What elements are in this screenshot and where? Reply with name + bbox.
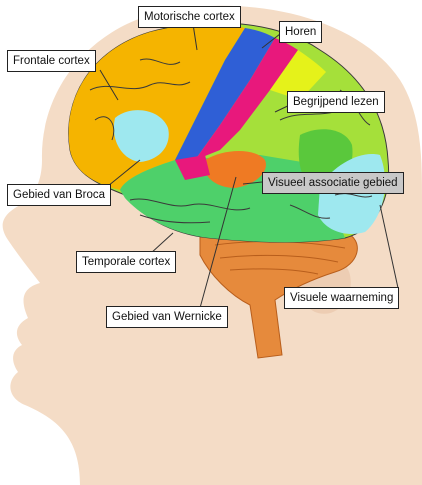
label-gebied-van-wernicke: Gebied van Wernicke: [106, 306, 228, 328]
label-frontale-cortex: Frontale cortex: [7, 50, 96, 72]
auditory-patch: [175, 155, 210, 180]
label-gebied-van-broca: Gebied van Broca: [7, 184, 112, 206]
wernicke-area: [204, 151, 266, 188]
label-visuele-waarneming: Visuele waarneming: [284, 287, 400, 309]
label-temporale-cortex: Temporale cortex: [76, 251, 177, 273]
label-horen: Horen: [279, 21, 323, 43]
motor-cortex: [175, 28, 275, 160]
label-motorische-cortex: Motorische cortex: [138, 6, 241, 28]
broca-area: [113, 110, 169, 162]
hearing-area: [270, 50, 326, 100]
sensory-strip: [195, 38, 298, 160]
frontal-lobe: [68, 23, 245, 191]
label-visueel-associatie-gebied: Visueel associatie gebied: [262, 172, 404, 194]
connector-lines: [99, 23, 399, 309]
label-begrijpend-lezen: Begrijpend lezen: [287, 91, 385, 113]
